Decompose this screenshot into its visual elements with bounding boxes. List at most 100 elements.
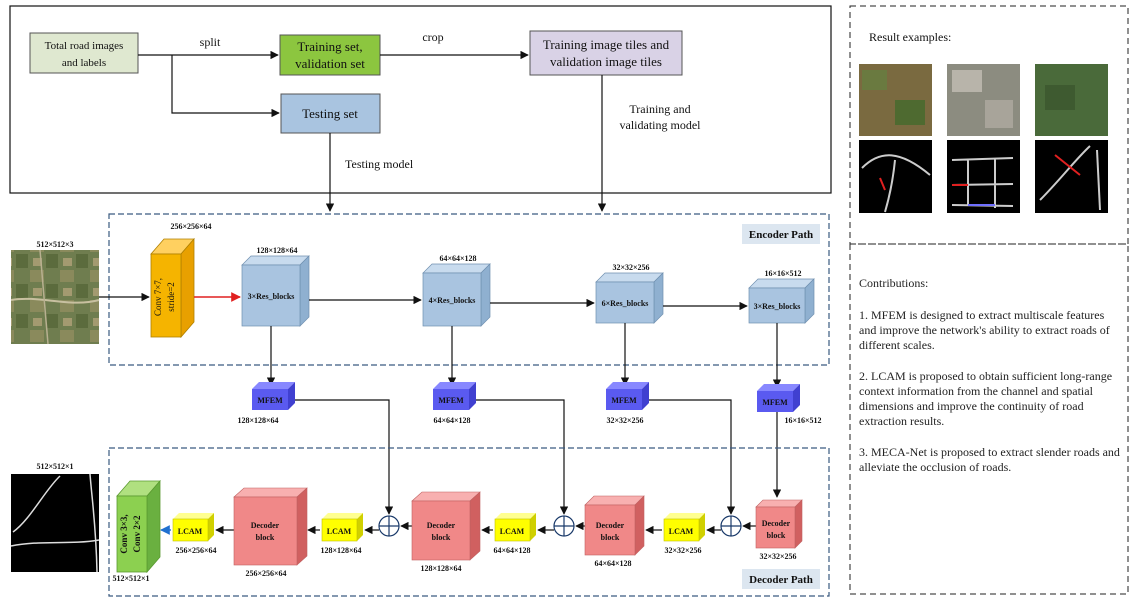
add-node-2 — [553, 515, 575, 537]
crop-label: crop — [422, 30, 443, 44]
res-block-3: 6×Res_blocks 32×32×256 — [595, 263, 664, 324]
mfem-dim-3: 32×32×256 — [606, 416, 643, 425]
decoder-block-3: Decoder block 64×64×128 — [584, 495, 645, 568]
mfem-block-1: MFEM 128×128×64 — [237, 382, 295, 425]
res-label-4: 3×Res_blocks — [754, 302, 801, 311]
encoder-title: Encoder Path — [749, 229, 813, 241]
decoder-label-1a: Decoder — [251, 521, 280, 530]
decoder-title: Decoder Path — [749, 574, 813, 586]
training-model-line1: Training and — [629, 102, 690, 116]
contributions-panel: Contributions: 1. MFEM is designed to ex… — [849, 243, 1129, 595]
contributions-title: Contributions: — [859, 276, 929, 290]
res-dim-1: 128×128×64 — [256, 246, 297, 255]
res-dim-3: 32×32×256 — [612, 263, 649, 272]
output-dim: 512×512×1 — [36, 462, 73, 471]
result-image-mask-1 — [859, 140, 932, 213]
lcam-label-4: LCAM — [669, 527, 694, 536]
final-conv-line2: Conv 2×2 — [132, 515, 142, 552]
mfem-block-2: MFEM 64×64×128 — [433, 382, 476, 425]
mfem-label-3: MFEM — [611, 396, 637, 405]
mfem1-skip — [295, 399, 394, 515]
add-node-3 — [720, 515, 742, 537]
res-block-1: 3×Res_blocks 128×128×64 — [241, 246, 310, 327]
lcam-dim-3: 64×64×128 — [493, 546, 530, 555]
mfem-label-1: MFEM — [257, 396, 283, 405]
decoder-label-2b: block — [432, 533, 451, 542]
result-image-sat-3 — [1035, 64, 1108, 136]
mfem-block-3: MFEM 32×32×256 — [606, 382, 649, 425]
result-image-mask-2 — [947, 140, 1020, 213]
conv-dim: 256×256×64 — [170, 222, 211, 231]
decoder-section: Decoder Path 512×512×1 Conv 3×3, Conv 2×… — [10, 447, 830, 597]
tiles-box: Training image tiles and validation imag… — [529, 30, 683, 76]
testing-model-label: Testing model — [345, 157, 414, 171]
train-line2: validation set — [295, 56, 365, 71]
decoder-dim-2: 128×128×64 — [420, 564, 461, 573]
flow-section: Total road images and labels Training se… — [9, 5, 832, 212]
res-dim-4: 16×16×512 — [764, 269, 801, 278]
final-conv-line1: Conv 3×3, — [119, 514, 129, 553]
mfem-block-4: MFEM 16×16×512 — [757, 384, 822, 425]
train-line1: Training set, — [297, 39, 362, 54]
lcam-label-1: LCAM — [178, 527, 203, 536]
res-block-2: 4×Res_blocks 64×64×128 — [422, 254, 491, 327]
add-node-1 — [378, 515, 400, 537]
testing-set-label: Testing set — [302, 106, 358, 121]
output-image — [10, 473, 100, 573]
mfem-label-4: MFEM — [762, 398, 788, 407]
lcam-dim-4: 32×32×256 — [664, 546, 701, 555]
decoder-dim-3: 64×64×128 — [594, 559, 631, 568]
tiles-line1: Training image tiles and — [543, 37, 670, 52]
mfem3-skip — [649, 399, 736, 515]
mfem-row: MFEM 128×128×64 MFEM 64×64×128 MFEM 32×3… — [237, 323, 822, 515]
training-set-box: Training set, validation set — [279, 34, 381, 76]
lcam-block-1: LCAM 256×256×64 — [172, 513, 217, 555]
contribution-item-3: 3. MECA-Net is proposed to extract slend… — [859, 445, 1120, 474]
conv-line2: stride=2 — [166, 282, 176, 312]
lcam-block-4: LCAM 32×32×256 — [663, 513, 705, 555]
decoder-dim-1: 256×256×64 — [245, 569, 286, 578]
decoder-block-4: Decoder block 32×32×256 — [755, 499, 803, 561]
decoder-block-2: Decoder block 128×128×64 — [411, 491, 481, 573]
decoder-label-4a: Decoder — [762, 519, 791, 528]
result-image-sat-1 — [859, 64, 932, 136]
final-conv-dim: 512×512×1 — [112, 574, 149, 583]
contribution-item-2: 2. LCAM is proposed to obtain sufficient… — [859, 369, 1113, 428]
input-dim: 512×512×3 — [36, 240, 73, 249]
contributions-text: Contributions: 1. MFEM is designed to ex… — [859, 276, 1123, 475]
decoder-label-3a: Decoder — [596, 521, 625, 530]
mfem-label-2: MFEM — [438, 396, 464, 405]
res-label-1: 3×Res_blocks — [248, 292, 295, 301]
decoder-title-bg — [742, 569, 820, 589]
contribution-item-1: 1. MFEM is designed to extract multiscal… — [859, 308, 1110, 352]
decoder-frame — [108, 447, 830, 597]
result-image-sat-2 — [947, 64, 1020, 136]
mfem2-skip — [476, 399, 569, 515]
conv-line1: Conv 7×7, — [153, 278, 163, 316]
decoder-label-2a: Decoder — [427, 521, 456, 530]
mfem-dim-4: 16×16×512 — [784, 416, 821, 425]
conv-block: Conv 7×7, stride=2 — [150, 237, 195, 339]
decoder-dim-4: 32×32×256 — [759, 552, 796, 561]
res-label-2: 4×Res_blocks — [429, 296, 476, 305]
lcam-dim-2: 128×128×64 — [320, 546, 361, 555]
lcam-label-3: LCAM — [500, 527, 525, 536]
results-title: Result examples: — [869, 30, 951, 44]
res-dim-2: 64×64×128 — [439, 254, 476, 263]
decoder-label-3b: block — [601, 533, 620, 542]
res-label-3: 6×Res_blocks — [602, 299, 649, 308]
split-label: split — [200, 35, 221, 49]
total-images-box: Total road images and labels — [29, 32, 139, 74]
training-model-line2: validating model — [620, 118, 702, 132]
mfem-dim-1: 128×128×64 — [237, 416, 278, 425]
results-panel: Result examples: — [849, 5, 1129, 245]
decoder-block-1: Decoder block 256×256×64 — [233, 487, 308, 578]
encoder-section: Encoder Path 512×512×3 256×256×64 Conv 7… — [10, 213, 830, 366]
testing-set-box: Testing set — [280, 93, 381, 134]
encoder-frame — [108, 213, 830, 366]
result-image-mask-3 — [1035, 140, 1108, 213]
decoder-label-4b: block — [767, 531, 786, 540]
final-conv-block: Conv 3×3, Conv 2×2 512×512×1 — [112, 479, 161, 583]
lcam-dim-1: 256×256×64 — [175, 546, 216, 555]
